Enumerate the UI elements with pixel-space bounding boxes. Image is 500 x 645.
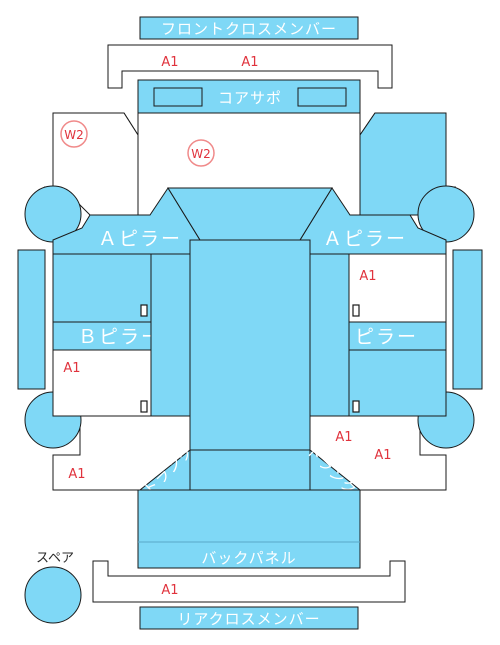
right-b-pillar-label: Ｂピラー <box>334 326 418 348</box>
damage-mark-w2-left: W2 <box>64 128 84 142</box>
damage-mark-a1-right-rear-quarter: A1 <box>335 430 352 445</box>
left-a-pillar-label: Ａピラー <box>98 228 182 250</box>
spare-tire[interactable] <box>24 566 82 624</box>
front-cross-member-label: フロントクロスメンバー <box>161 20 337 38</box>
damage-mark-a1-right-front-door: A1 <box>359 269 376 284</box>
right-front-door[interactable] <box>348 253 447 323</box>
right-rear-door-panel[interactable] <box>348 349 447 417</box>
damage-mark-a1-front-left: A1 <box>161 55 178 70</box>
back-panel-label: バックパネル <box>201 549 296 567</box>
rear-cross-member[interactable] <box>139 606 359 630</box>
right-inner-pillar <box>309 253 350 417</box>
left-rear-door[interactable] <box>52 349 152 417</box>
left-front-door-mark <box>140 304 148 317</box>
back-panel[interactable] <box>137 489 361 569</box>
left-rear-door-mark <box>140 400 148 413</box>
damage-mark-a1-right-rear: A1 <box>374 448 391 463</box>
front-cross-member[interactable] <box>139 16 359 40</box>
damage-mark-a1-rear: A1 <box>161 583 178 598</box>
left-b-pillar-label: Ｂピラー <box>78 326 162 348</box>
left-inner-pillar <box>150 253 191 417</box>
trunk-lid[interactable] <box>189 449 311 491</box>
left-front-door-panel[interactable] <box>52 253 152 323</box>
damage-mark-w2-left-circle <box>60 120 88 148</box>
damage-mark-w2-hood: W2 <box>191 147 211 161</box>
damage-mark-a1-left-rear: A1 <box>68 467 85 482</box>
core-support-right-block <box>297 87 347 107</box>
right-a-pillar-label: Ａピラー <box>323 228 407 250</box>
rear-bracket <box>92 560 406 603</box>
damage-mark-w2-hood-circle <box>187 139 215 167</box>
damage-mark-a1-left-rear-door: A1 <box>63 361 80 376</box>
core-support-left-block <box>153 87 203 107</box>
roof-panel[interactable] <box>189 239 311 451</box>
right-side-sill[interactable] <box>452 249 483 390</box>
spare-label: スペア <box>36 551 74 566</box>
core-support-label: コアサポ <box>218 89 282 107</box>
rear-cross-member-label: リアクロスメンバー <box>177 610 320 628</box>
damage-mark-a1-front-right: A1 <box>241 55 258 70</box>
front-bracket <box>107 44 393 89</box>
right-front-door-mark <box>352 304 360 317</box>
right-rear-door-mark <box>352 400 360 413</box>
left-side-sill[interactable] <box>17 249 46 390</box>
